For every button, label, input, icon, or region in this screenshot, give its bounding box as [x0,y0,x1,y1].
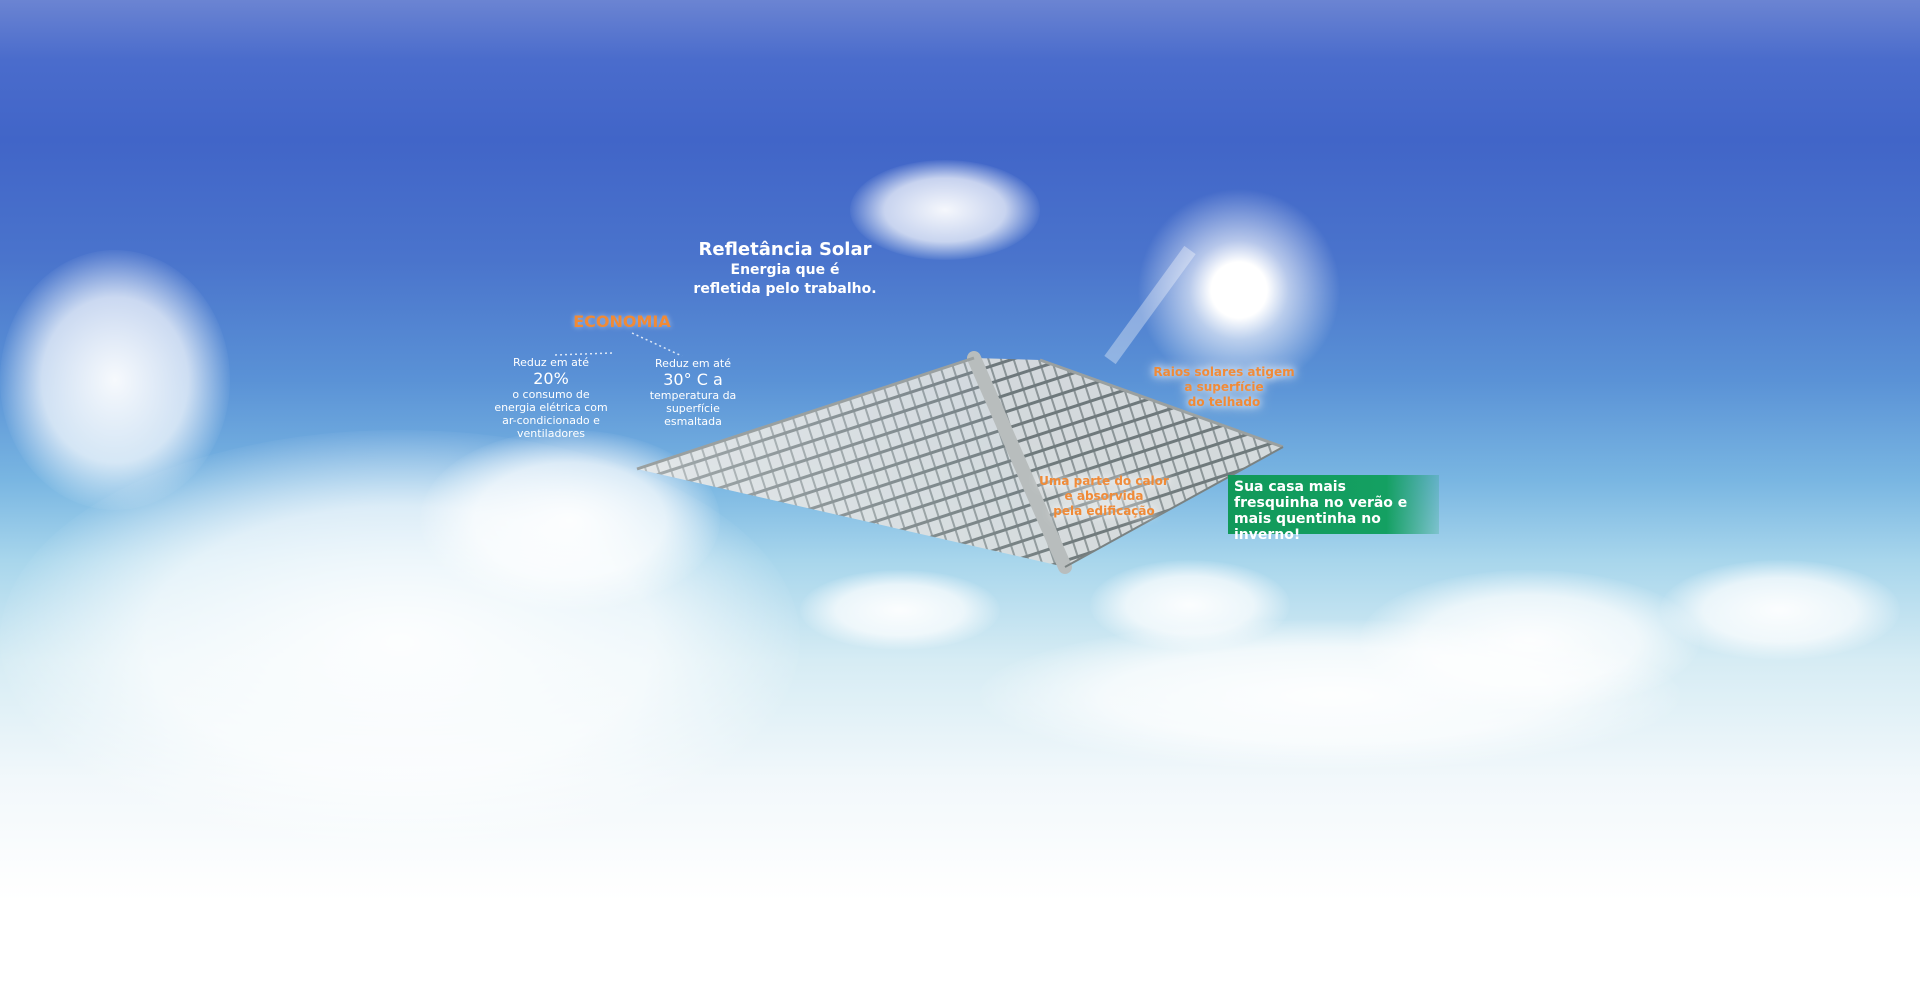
economy-left-column: Reduz em até 20% o consumo de energia el… [494,356,607,440]
reflectance-line1: Energia que é [730,262,840,278]
line: do telhado [1187,395,1261,409]
line: esmaltada [664,415,722,428]
line: a superfície [1184,380,1264,394]
line: Raios solares atigem [1153,365,1295,379]
line: o consumo de [512,388,590,401]
line: ventiladores [517,427,585,440]
reflectance-line2: refletida pelo trabalho. [693,281,877,297]
callout-text: Sua casa mais fresquinha no verão e mais… [1234,479,1408,543]
line: e absorvida [1064,489,1144,503]
cloud [850,160,1040,260]
cloud [800,570,1000,650]
value: 30° C a [663,370,723,389]
line: Uma parte do calor [1039,474,1169,488]
cloud [1660,560,1900,660]
line: pela edificação [1053,504,1155,518]
value: 20% [533,369,569,388]
callout-box: Sua casa mais fresquinha no verão e mais… [1228,475,1439,543]
line: temperatura da [649,389,737,402]
economy-heading: ECONOMIA [573,312,671,331]
intro: Reduz em até [513,356,589,369]
line: energia elétrica com [494,401,608,414]
line: ar-condicionado e [502,414,600,427]
absorbed-heat-label: Uma parte do calor e absorvida pela edif… [1039,474,1169,519]
economy-right-column: Reduz em até 30° C a temperatura da supe… [650,357,737,428]
cloud [980,620,1680,770]
reflectance-title: Refletância Solar [698,239,872,260]
line: superfície [666,402,720,415]
sun-icon [1129,180,1349,400]
sun-rays-label: Raios solares atigem a superfície do tel… [1153,365,1294,410]
intro: Reduz em até [655,357,731,370]
